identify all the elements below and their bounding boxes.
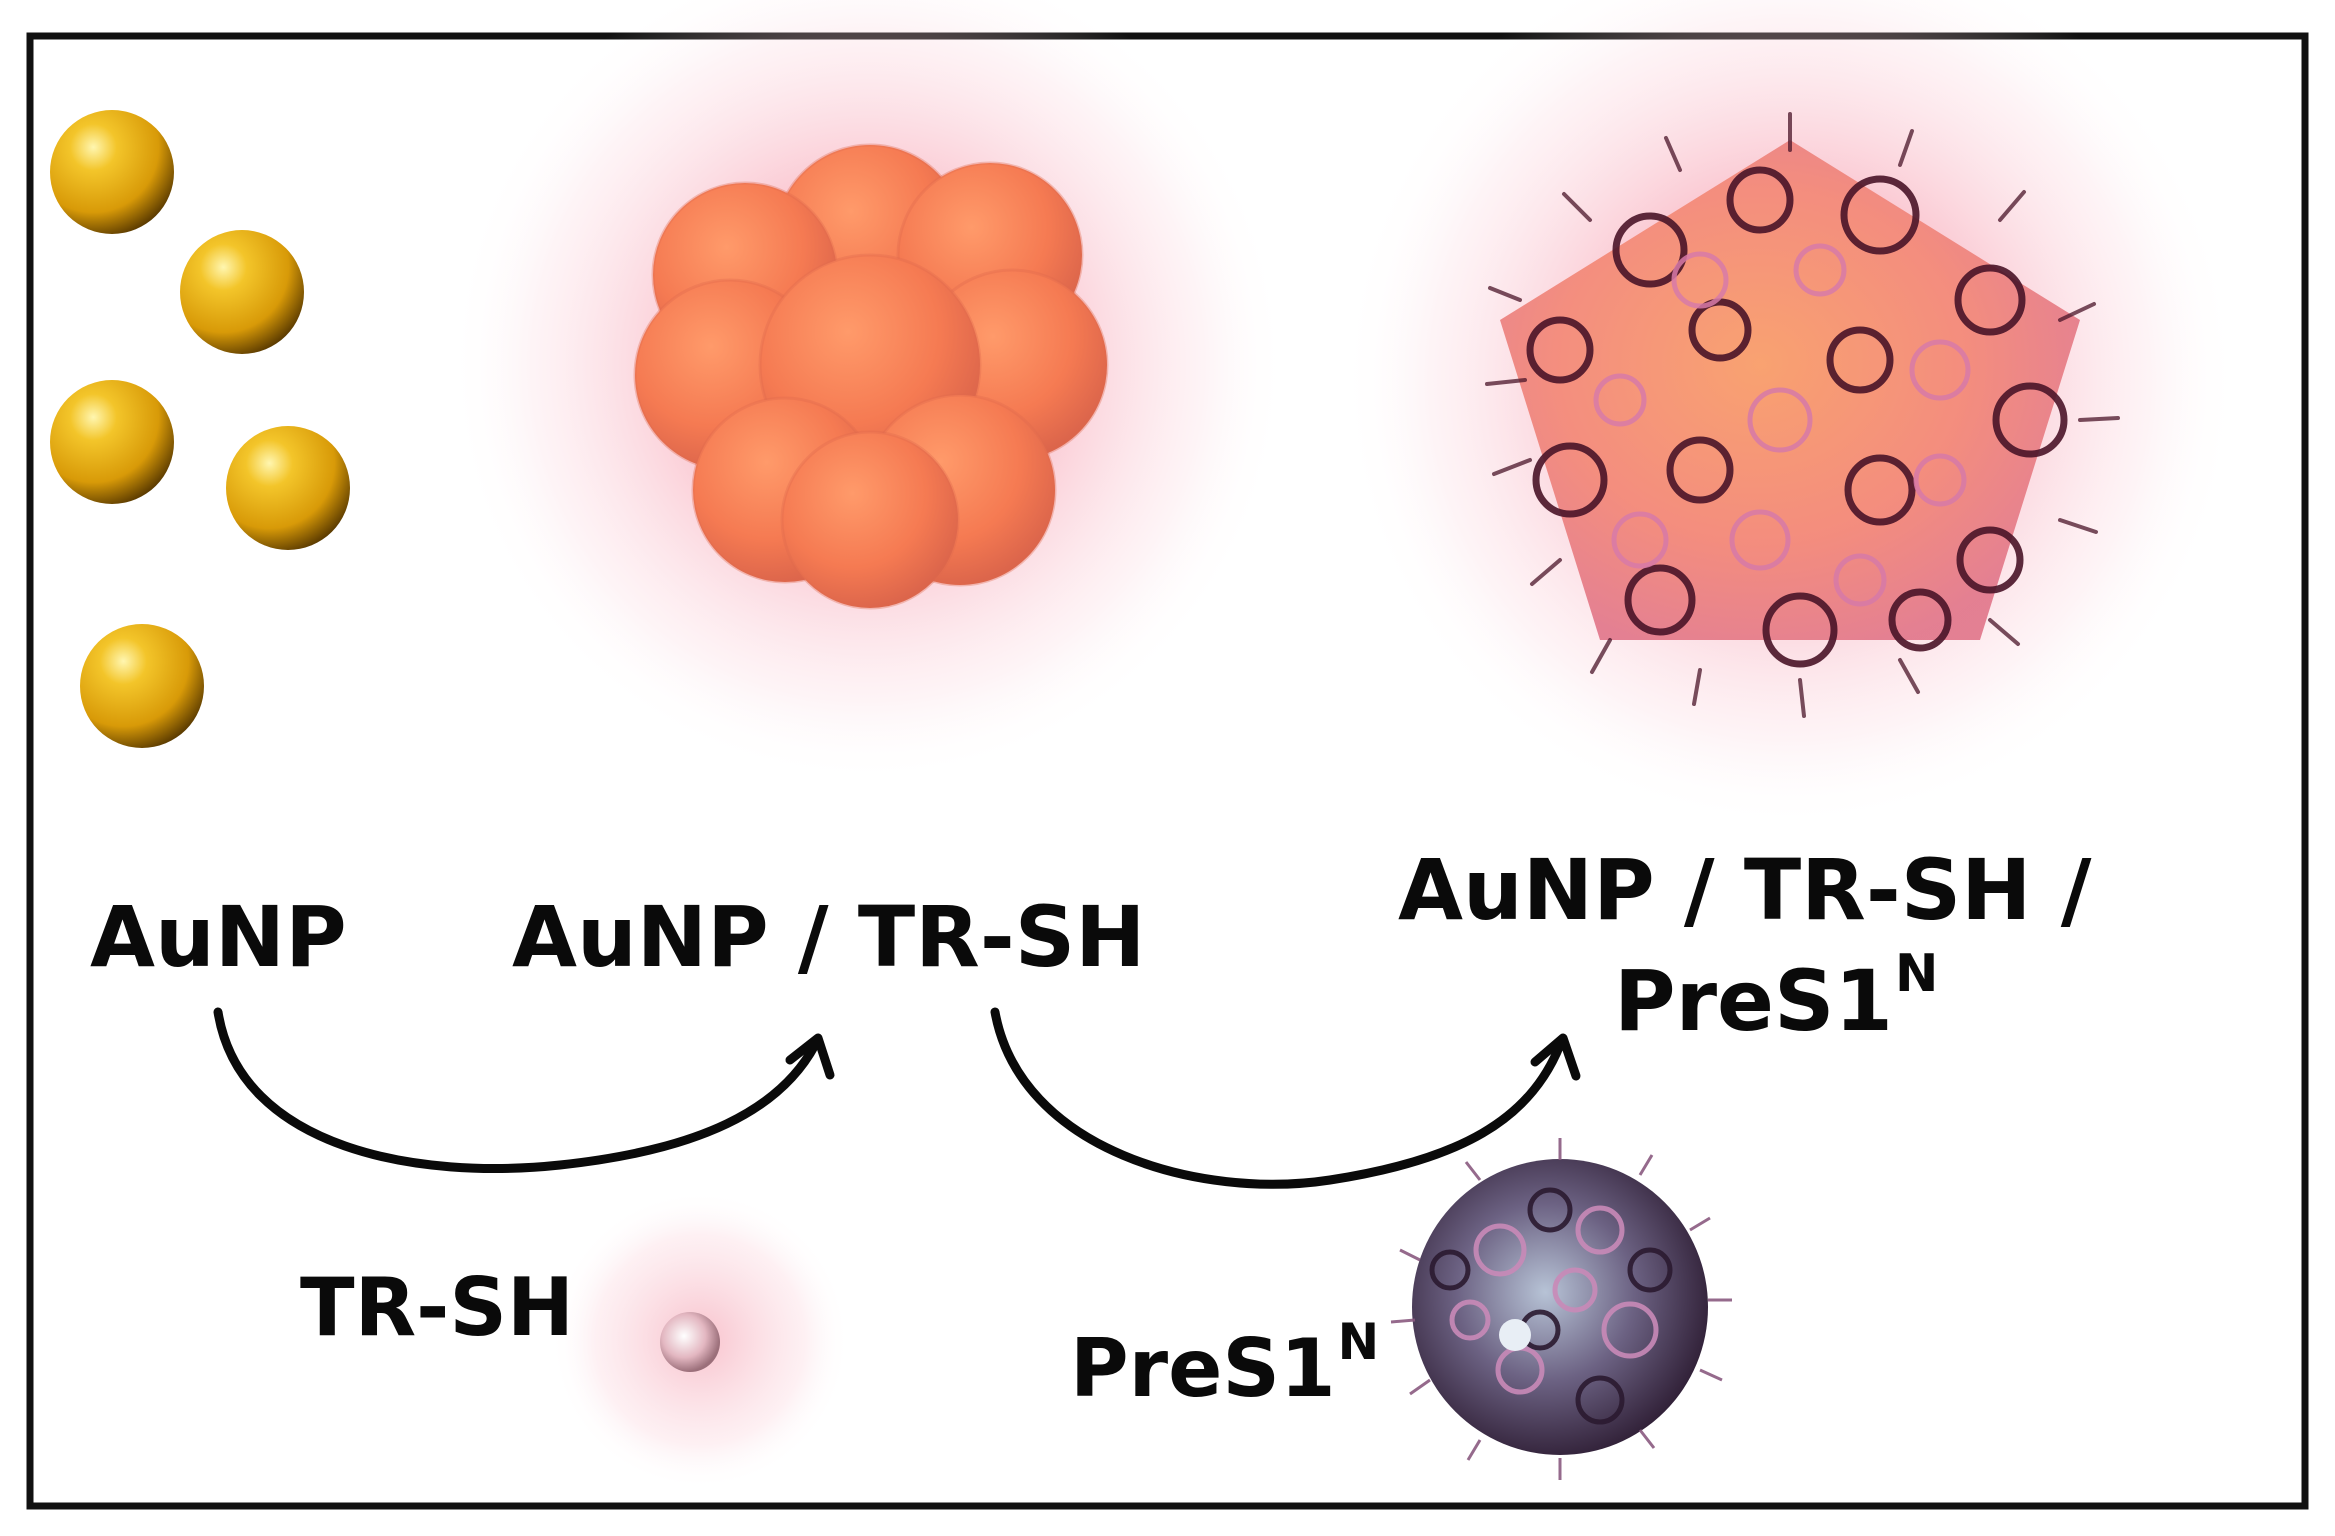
label-aunp: AuNP: [90, 888, 347, 986]
curved-arrow-icon: [213, 1007, 835, 1173]
protein-sphere-icon: [1390, 1138, 1732, 1480]
label-final-superscript: N: [1894, 944, 1939, 1004]
nanoparticle-cluster-icon: [448, 0, 1288, 785]
label-pres1-superscript: N: [1337, 1313, 1380, 1371]
label-trsh: TR-SH: [300, 1261, 574, 1354]
label-aunp-trsh: AuNP / TR-SH: [512, 888, 1146, 986]
gold-nanoparticle-icon: [180, 230, 304, 354]
label-final-pres1: PreS1: [1614, 952, 1893, 1051]
coated-cluster-icon: [1340, 0, 2240, 830]
label-final-line1: AuNP / TR-SH /: [1398, 841, 2092, 939]
dye-molecule-icon: [550, 1190, 850, 1490]
label-final-line2: PreS1N: [1614, 948, 1939, 1043]
gold-nanoparticles-group: [50, 110, 350, 748]
gold-nanoparticle-icon: [226, 426, 350, 550]
label-pres1: PreS1N: [1070, 1317, 1379, 1409]
label-pres1-base: PreS1: [1070, 1322, 1336, 1416]
gold-nanoparticle-icon: [80, 624, 204, 748]
curved-arrow-icon: [990, 1007, 1581, 1189]
gold-nanoparticle-icon: [50, 110, 174, 234]
gold-nanoparticle-icon: [50, 380, 174, 504]
